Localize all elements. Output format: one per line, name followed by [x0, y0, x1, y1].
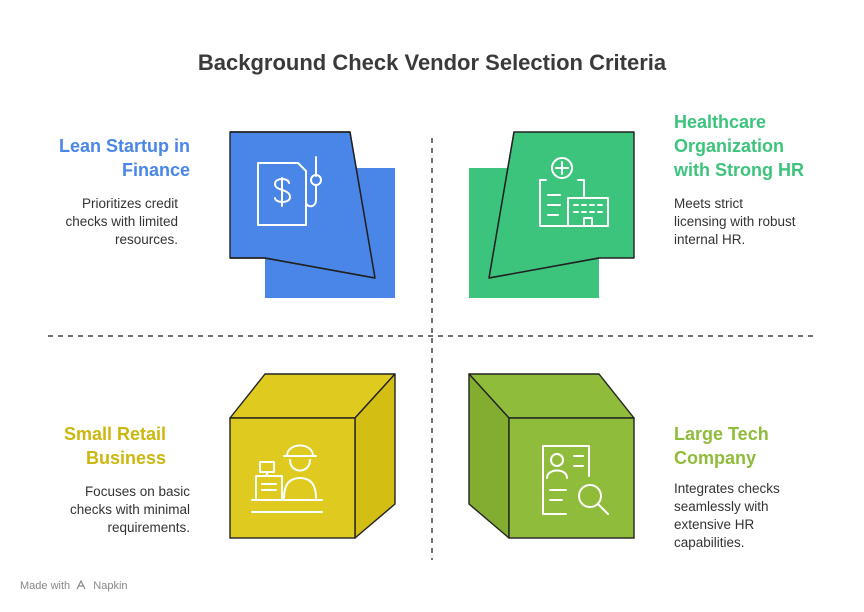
heading-line: Large Tech [674, 424, 769, 444]
heading-line: Company [674, 448, 757, 468]
description-large-tech: Integrates checks seamlessly with extens… [674, 480, 844, 552]
heading-line: Finance [121, 160, 190, 180]
page-title: Background Check Vendor Selection Criter… [197, 50, 667, 75]
heading-line: Lean Startup in [58, 136, 190, 156]
description-line: capabilities. [674, 535, 745, 550]
napkin-logo-icon [76, 579, 86, 590]
description-line: requirements. [107, 520, 190, 535]
description-small-retail: Focuses on basic checks with minimal req… [20, 483, 190, 537]
quadrant-block-healthcare [469, 131, 635, 298]
made-with-footer[interactable]: Made with Napkin [20, 579, 128, 592]
hospital-clipboard-icon [539, 157, 609, 227]
heading-small-retail: Small Retail Business [20, 422, 166, 470]
quadrant-block-finance [229, 131, 395, 298]
heading-healthcare: Healthcare Organization with Strong HR [674, 110, 844, 182]
description-line: Focuses on basic [84, 484, 190, 499]
heading-line: Organization [674, 136, 785, 156]
description-line: Meets strict [674, 196, 744, 211]
heading-line: with Strong HR [674, 160, 804, 180]
napkin-brand: Napkin [93, 580, 128, 592]
description-line: resources. [114, 232, 178, 247]
quadrant-block-retail [229, 373, 396, 539]
description-lean-startup: Prioritizes credit checks with limited r… [30, 195, 178, 249]
description-line: licensing with robust [674, 214, 796, 229]
description-line: Prioritizes credit [81, 196, 178, 211]
description-line: Integrates checks [674, 481, 780, 496]
heading-line: Healthcare [674, 112, 767, 132]
heading-line: Small Retail [63, 424, 166, 444]
description-line: seamlessly with [674, 499, 769, 514]
quadrant-block-tech [468, 373, 635, 539]
made-with-label: Made with [20, 580, 71, 592]
heading-lean-startup: Lean Startup in Finance [40, 134, 190, 182]
profile-search-icon [542, 445, 609, 515]
description-line: extensive HR [674, 517, 755, 532]
description-line: internal HR. [674, 232, 746, 247]
description-line: checks with minimal [69, 502, 190, 517]
cashier-register-icon [251, 444, 323, 513]
finance-document-icon [257, 156, 322, 226]
heading-line: Business [85, 448, 166, 468]
description-line: checks with limited [65, 214, 178, 229]
heading-large-tech: Large Tech Company [674, 422, 834, 470]
description-healthcare: Meets strict licensing with robust inter… [674, 195, 844, 249]
